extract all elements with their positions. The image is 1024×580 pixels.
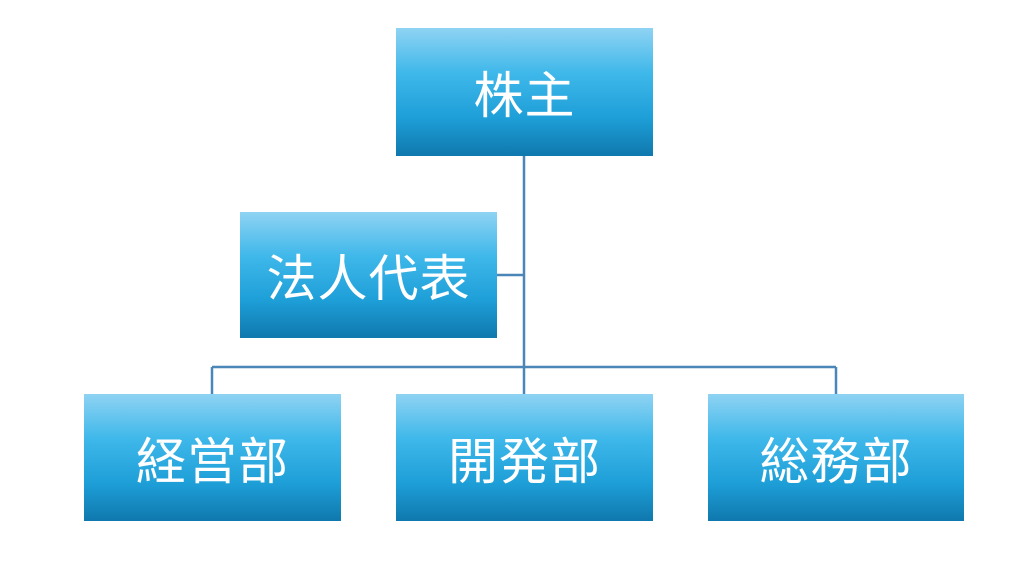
development-dept-label: 開発部 xyxy=(448,432,601,491)
development-dept-node: 開発部 xyxy=(396,394,653,521)
general-affairs-dept-node: 総務部 xyxy=(708,394,964,521)
legal-representative-label: 法人代表 xyxy=(266,250,471,308)
management-dept-label: 経営部 xyxy=(136,432,289,491)
legal-representative-node: 法人代表 xyxy=(240,212,497,338)
shareholders-node: 株主 xyxy=(396,28,653,156)
general-affairs-dept-label: 総務部 xyxy=(759,432,913,491)
management-dept-node: 経営部 xyxy=(84,394,341,521)
shareholders-label: 株主 xyxy=(473,67,576,125)
